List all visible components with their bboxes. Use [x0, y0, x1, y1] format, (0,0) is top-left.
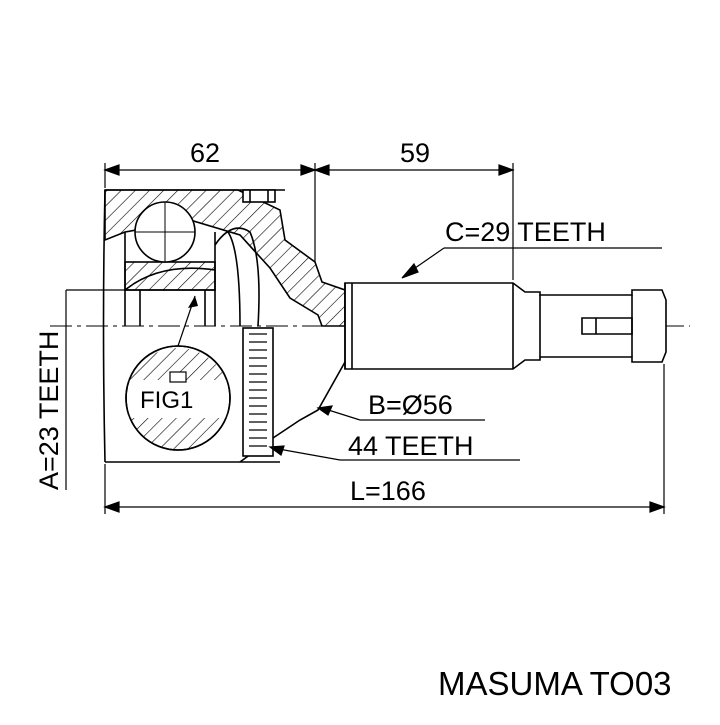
dim-length: L=166 — [350, 476, 426, 506]
stub-shaft — [344, 282, 667, 370]
dimension-lines — [65, 163, 666, 514]
fig1-detail: FIG1 — [125, 295, 231, 451]
dim-62: 62 — [190, 138, 220, 168]
dim-c-teeth: C=29 TEETH — [445, 217, 606, 247]
dim-a-teeth: A=23 TEETH — [34, 331, 64, 490]
dim-abs-teeth: 44 TEETH — [348, 431, 474, 461]
dim-59: 59 — [400, 138, 430, 168]
fig1-label: FIG1 — [140, 387, 193, 414]
abs-ring — [242, 327, 274, 457]
brand-part-caption: MASUMA TO03 — [438, 665, 672, 702]
dim-b-diameter: B=Ø56 — [368, 390, 453, 420]
ball-upper — [134, 201, 196, 263]
